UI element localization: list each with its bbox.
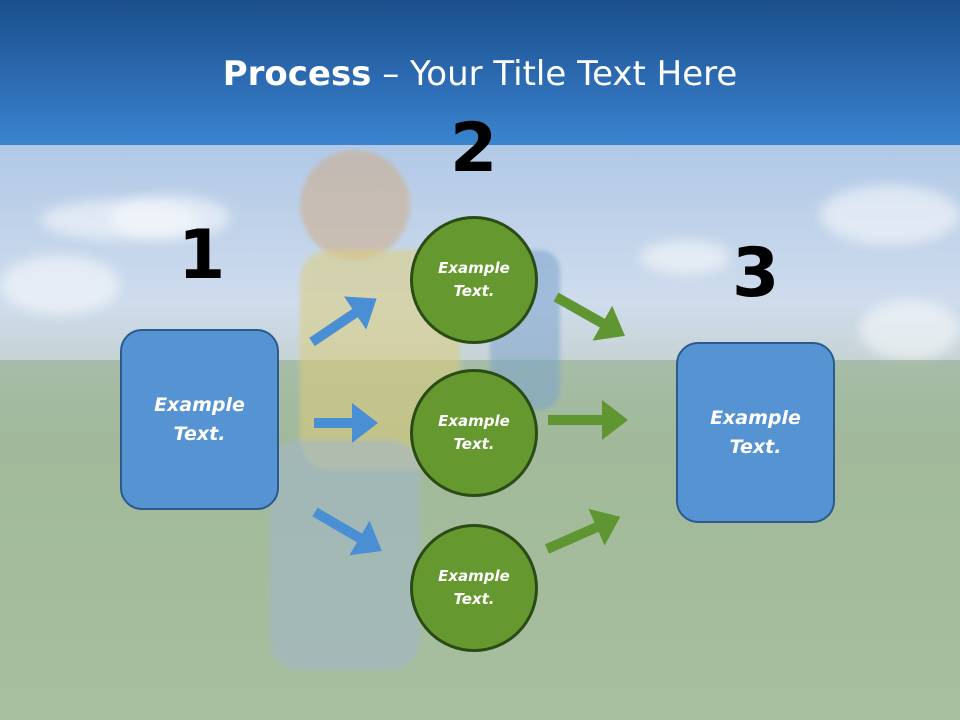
- step-3-box: Example Text.: [676, 342, 835, 523]
- slide-title: Process – Your Title Text Here: [0, 52, 960, 96]
- step-3-text: Example Text.: [710, 406, 801, 458]
- step-2-circle-middle-text: Example Text.: [438, 412, 510, 453]
- arrow-right-down-green: [553, 292, 625, 341]
- step-2-circle-bottom-text: Example Text.: [438, 567, 510, 608]
- step-2-circle-middle: Example Text.: [410, 369, 538, 497]
- step-number-2: 2: [450, 109, 498, 188]
- step-2-circle-top: Example Text.: [410, 216, 538, 344]
- step-number-1: 1: [178, 216, 226, 295]
- step-2-circle-bottom: Example Text.: [410, 524, 538, 652]
- step-1-box: Example Text.: [120, 329, 279, 510]
- arrow-right-down-blue: [312, 507, 382, 556]
- arrow-right-up-blue: [309, 296, 377, 347]
- step-number-3: 3: [732, 234, 780, 313]
- title-bar: Process – Your Title Text Here: [0, 0, 960, 145]
- title-bold: Process: [222, 54, 372, 94]
- step-1-text: Example Text.: [154, 393, 245, 445]
- arrow-right-up-green: [544, 508, 621, 554]
- title-rest: – Your Title Text Here: [371, 54, 738, 94]
- step-2-circle-top-text: Example Text.: [438, 259, 510, 300]
